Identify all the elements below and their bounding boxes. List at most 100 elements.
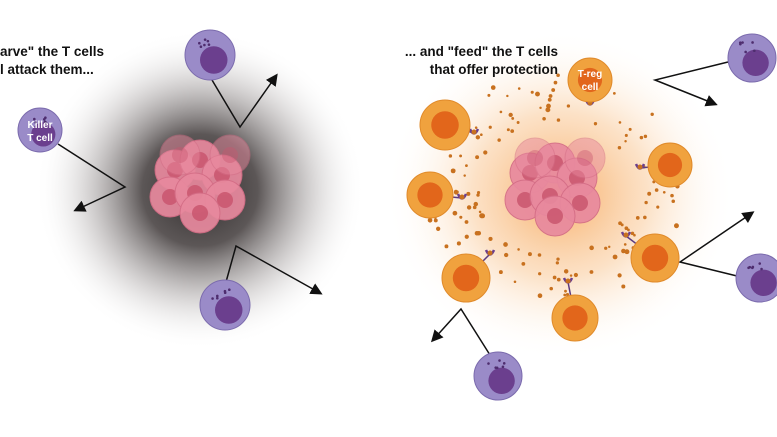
tumor-cluster [149,134,251,234]
cytokine-dot [556,277,561,282]
tumor-nucleus [577,150,593,166]
cytokine-dot [612,91,616,95]
cytokine-dot [539,106,542,110]
cytokine-dot [548,94,553,98]
t-reg-cell [441,249,496,303]
cytokine-dot [621,248,626,254]
right-caption-line1: ... and "feed" the T cells [404,44,558,59]
cytokine-dot [506,94,509,98]
cytokine-dot [427,217,433,223]
cytokine-dot [556,73,560,78]
cytokine-dot [537,293,543,299]
tumor-cell [514,137,556,179]
cytokine-dot [472,205,477,210]
cytokine-dot [624,140,627,143]
cytokine-dot [464,220,469,224]
cytokine-dot [433,218,438,223]
cytokine-dot [563,269,569,274]
cytokine-dot [459,215,463,219]
cytokine-dot [535,91,540,97]
t-reg-cell [551,277,599,342]
killer-t-cell [735,253,777,303]
cytokine-dot [569,274,573,277]
cytokine-dot [620,223,624,227]
movement-arrow [678,211,755,277]
tumor-cell [159,134,201,176]
cytokine-dot [475,135,481,140]
cytokine-dot [566,104,571,108]
cytokine-dot [654,188,659,192]
cytokine-dot [546,103,551,109]
tumor-nucleus [192,205,208,221]
cytokine-dot [476,191,481,195]
killer-label-line1: Killer [27,120,52,131]
cytokine-dot [617,146,622,150]
tumor-nucleus [217,192,233,208]
cytokine-dot [530,90,534,94]
cytokine-dot [589,245,594,251]
cytokine-dot [627,228,630,232]
cytokine-dot [563,293,567,297]
cytokine-dot [564,289,567,293]
cytokine-dot [498,270,503,275]
cytokine-dot [624,249,630,255]
cytokine-dot [465,164,468,167]
cytokine-dot [478,210,482,214]
movement-arrow [430,307,491,356]
cytokine-dot [473,201,479,207]
cytokine-dot [464,234,469,239]
cytokine-dot [488,125,492,129]
tumor-nucleus [547,208,563,224]
cytokine-dot [452,210,458,216]
cytokine-dot [511,116,515,120]
left-caption-line1: arve" the T cells [0,44,104,59]
killer-t-cell [473,351,523,401]
cytokine-dot [476,193,480,197]
cytokine-dot [674,223,679,229]
cytokine-dot [650,112,654,116]
tumor-nucleus [572,195,588,211]
cytokine-dot [556,118,561,122]
cytokine-dot [508,112,513,118]
cytokine-dot [547,97,552,102]
tumor-nucleus [162,189,178,205]
cytokine-dot [454,189,458,194]
cytokine-dot [448,154,453,158]
cytokine-dot [510,129,515,133]
left-caption-line2: l attack them... [0,62,94,77]
cytokine-dot [490,85,496,90]
cytokine-dot [513,280,517,284]
cytokine-dot [503,242,508,247]
cytokine-dot [552,275,557,280]
treg-label-line1: T-reg [578,69,602,80]
tumor-cluster [504,137,606,237]
cytokine-dot [474,126,478,129]
cytokine-dot [618,121,622,124]
cytokine-dot [436,226,441,231]
cytokine-dot [630,231,635,236]
t-reg-cell [567,57,613,106]
killer-t-cell [727,33,777,83]
cytokine-dot [643,215,647,220]
tumor-nucleus [527,150,543,166]
cytokine-dot [621,284,626,289]
tumor-cell [564,137,606,179]
cytokine-dot [538,272,542,276]
treg-label-line2: cell [582,82,599,93]
cytokine-dot [537,253,542,257]
cytokine-dot [624,226,629,231]
cytokine-dot [565,292,570,297]
t-reg-cell [419,99,480,151]
cytokine-dot [527,252,532,257]
movement-arrow [57,143,127,212]
cytokine-dot [506,128,510,132]
cytokine-dot [553,80,558,85]
cytokine-dot [459,154,463,158]
cytokine-dot [573,272,578,278]
cytokine-dot [604,246,608,250]
cytokine-dot [466,205,472,210]
right-caption-line2: that offer protection [429,62,558,77]
cytokine-dot [542,116,546,121]
cytokine-dot [639,135,644,140]
